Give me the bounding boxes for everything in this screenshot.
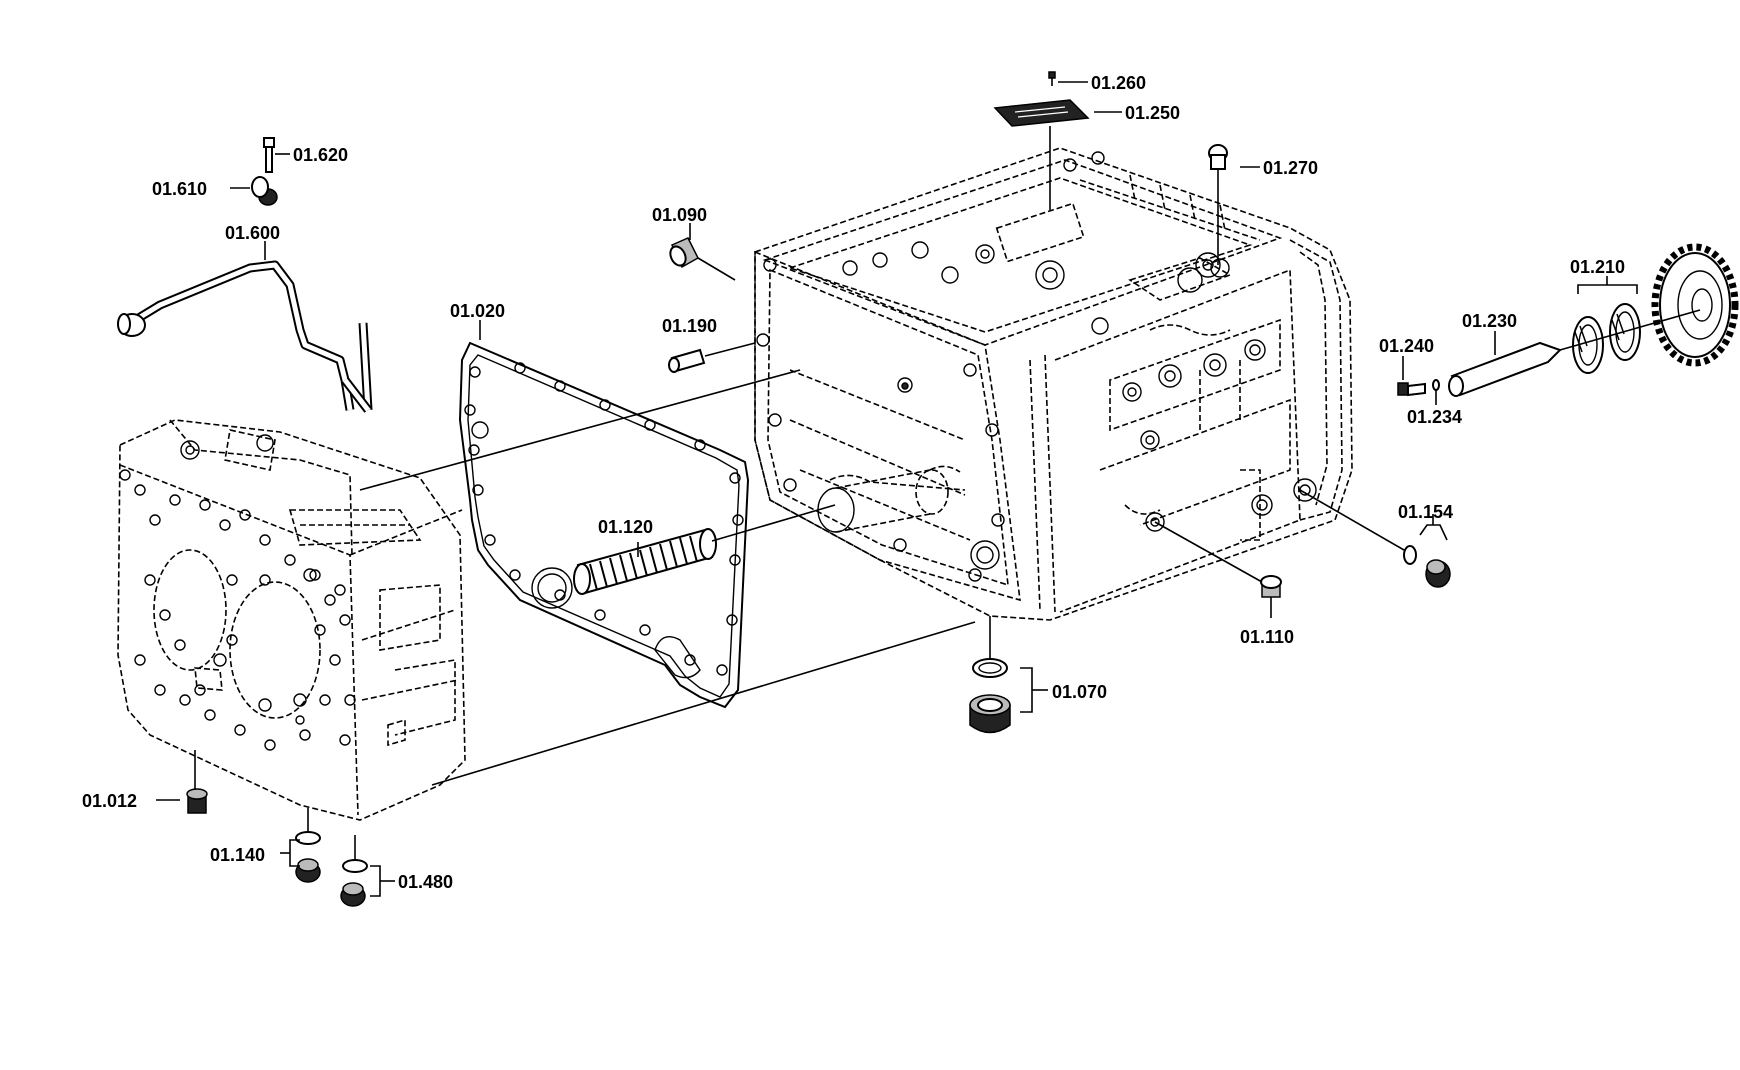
part-01-260-screw <box>1048 71 1056 86</box>
label-01-120: 01.120 <box>598 517 653 537</box>
label-01-230: 01.230 <box>1462 311 1517 331</box>
label-01-480: 01.480 <box>398 872 453 892</box>
label-01-260: 01.260 <box>1091 73 1146 93</box>
part-01-012-plug <box>186 750 208 814</box>
part-01-070-plug <box>969 625 1011 734</box>
part-01-120-filter <box>573 504 836 595</box>
part-01-190-pin <box>668 342 756 373</box>
part-01-154-plug <box>1299 489 1451 588</box>
part-01-620-bolt <box>263 137 275 173</box>
label-01-012: 01.012 <box>82 791 137 811</box>
label-01-600: 01.600 <box>225 223 280 243</box>
label-01-270: 01.270 <box>1263 158 1318 178</box>
callout-labels: 01.260 01.250 01.270 01.620 01.610 01.60… <box>82 73 1625 892</box>
gear <box>1559 243 1739 367</box>
label-01-620: 01.620 <box>293 145 348 165</box>
label-01-210: 01.210 <box>1570 257 1625 277</box>
front-cover-housing <box>117 419 466 821</box>
part-01-234-washer <box>1432 379 1440 391</box>
part-01-600-pipe <box>117 260 373 413</box>
part-01-210-bearings <box>1572 303 1641 374</box>
label-01-140: 01.140 <box>210 845 265 865</box>
label-01-020: 01.020 <box>450 301 505 321</box>
assembly-axis-lines <box>359 369 991 786</box>
part-01-270-plug <box>1208 144 1228 265</box>
label-01-234: 01.234 <box>1407 407 1462 427</box>
label-01-250: 01.250 <box>1125 103 1180 123</box>
main-housing <box>754 147 1353 621</box>
label-01-110: 01.110 <box>1240 627 1294 647</box>
label-01-090: 01.090 <box>652 205 707 225</box>
part-01-090-plug <box>669 237 736 281</box>
part-01-240-bolt <box>1397 382 1426 397</box>
part-01-140-plug <box>295 808 321 883</box>
part-01-610-fitting <box>251 176 278 206</box>
part-01-230-shaft <box>1448 341 1562 397</box>
gasket-01-020 <box>458 341 750 709</box>
part-01-250-plate <box>993 99 1090 210</box>
label-leaders <box>156 81 1638 897</box>
part-01-110-plug <box>1154 521 1282 598</box>
label-01-240: 01.240 <box>1379 336 1434 356</box>
label-01-610: 01.610 <box>152 179 207 199</box>
label-01-190: 01.190 <box>662 316 717 336</box>
label-01-154: 01.154 <box>1398 502 1453 522</box>
part-01-480-plug <box>340 835 368 907</box>
label-01-070: 01.070 <box>1052 682 1107 702</box>
